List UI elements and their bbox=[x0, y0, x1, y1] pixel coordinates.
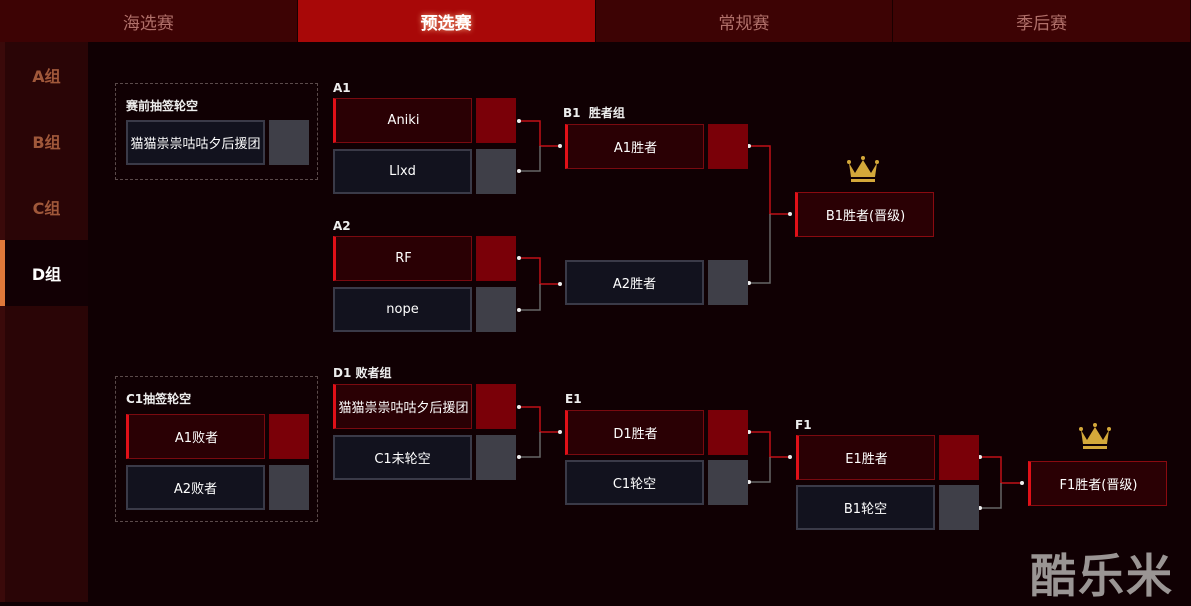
score-box bbox=[708, 260, 748, 305]
match-e1-label: E1 bbox=[565, 392, 582, 406]
match-f1-label: F1 bbox=[795, 418, 812, 432]
match-slot[interactable]: 猫猫祟祟咕咕夕后援团 bbox=[333, 384, 516, 429]
match-slot[interactable]: B1轮空 bbox=[796, 485, 979, 530]
match-d1-label: D1 败者组 bbox=[333, 366, 392, 380]
score-box bbox=[476, 287, 516, 332]
crown-icon bbox=[847, 156, 879, 182]
team-name: D1胜者 bbox=[565, 410, 704, 455]
team-name: 猫猫祟祟咕咕夕后援团 bbox=[126, 120, 265, 165]
team-name: Aniki bbox=[333, 98, 472, 143]
team-name: E1胜者 bbox=[796, 435, 935, 480]
match-slot[interactable]: A1胜者 bbox=[565, 124, 748, 169]
tab-preliminary[interactable]: 预选赛 bbox=[297, 0, 596, 42]
match-slot[interactable]: nope bbox=[333, 287, 516, 332]
sidebar-item-group-d[interactable]: D组 bbox=[0, 240, 88, 306]
match-a1-label: A1 bbox=[333, 81, 351, 95]
tab-sea-selection[interactable]: 海选赛 bbox=[0, 0, 298, 42]
stage-tabs: 海选赛 预选赛 常规赛 季后赛 bbox=[0, 0, 1191, 42]
score-box bbox=[269, 414, 309, 459]
score-box bbox=[476, 435, 516, 480]
match-slot[interactable]: Aniki bbox=[333, 98, 516, 143]
team-name: A1败者 bbox=[126, 414, 265, 459]
match-slot[interactable]: C1轮空 bbox=[565, 460, 748, 505]
match-slot[interactable]: D1胜者 bbox=[565, 410, 748, 455]
match-slot[interactable]: Llxd bbox=[333, 149, 516, 194]
score-box bbox=[269, 120, 309, 165]
score-box bbox=[269, 465, 309, 510]
match-slot[interactable]: RF bbox=[333, 236, 516, 281]
sidebar-item-group-c[interactable]: C组 bbox=[32, 199, 61, 218]
team-name: A1胜者 bbox=[565, 124, 704, 169]
sidebar-item-group-b[interactable]: B组 bbox=[32, 133, 61, 152]
pre-draw-bye-label: 赛前抽签轮空 bbox=[126, 99, 199, 113]
match-a2-label: A2 bbox=[333, 219, 351, 233]
score-box bbox=[708, 460, 748, 505]
score-box bbox=[939, 435, 979, 480]
match-slot[interactable]: A1败者 bbox=[126, 414, 309, 459]
match-slot[interactable]: A2败者 bbox=[126, 465, 309, 510]
score-box bbox=[708, 124, 748, 169]
f1-advance-slot[interactable]: F1胜者(晋级) bbox=[1028, 461, 1167, 506]
match-slot[interactable]: E1胜者 bbox=[796, 435, 979, 480]
score-box bbox=[939, 485, 979, 530]
team-name: Llxd bbox=[333, 149, 472, 194]
b1-advance-slot[interactable]: B1胜者(晋级) bbox=[795, 192, 934, 237]
watermark-logo: 酷乐米 bbox=[1030, 549, 1174, 603]
team-name: RF bbox=[333, 236, 472, 281]
crown-icon bbox=[1079, 423, 1111, 449]
match-slot[interactable]: A2胜者 bbox=[565, 260, 748, 305]
team-name: A2败者 bbox=[126, 465, 265, 510]
score-box bbox=[476, 149, 516, 194]
c1-bye-group bbox=[115, 376, 318, 522]
match-slot[interactable]: C1未轮空 bbox=[333, 435, 516, 480]
score-box bbox=[708, 410, 748, 455]
team-name: C1轮空 bbox=[565, 460, 704, 505]
group-sidebar: A组 B组 C组 D组 bbox=[0, 42, 88, 602]
team-name: nope bbox=[333, 287, 472, 332]
match-slot[interactable]: 猫猫祟祟咕咕夕后援团 bbox=[126, 120, 309, 165]
team-name: A2胜者 bbox=[565, 260, 704, 305]
team-name: B1轮空 bbox=[796, 485, 935, 530]
tab-regular-season[interactable]: 常规赛 bbox=[596, 0, 894, 42]
score-box bbox=[476, 384, 516, 429]
match-c1-label: C1抽签轮空 bbox=[126, 392, 192, 406]
match-b1-label: B1 胜者组 bbox=[563, 106, 625, 120]
score-box bbox=[476, 98, 516, 143]
score-box bbox=[476, 236, 516, 281]
team-name: 猫猫祟祟咕咕夕后援团 bbox=[333, 384, 472, 429]
pre-draw-bye-group bbox=[115, 83, 318, 180]
team-name: C1未轮空 bbox=[333, 435, 472, 480]
sidebar-item-group-a[interactable]: A组 bbox=[32, 67, 61, 86]
